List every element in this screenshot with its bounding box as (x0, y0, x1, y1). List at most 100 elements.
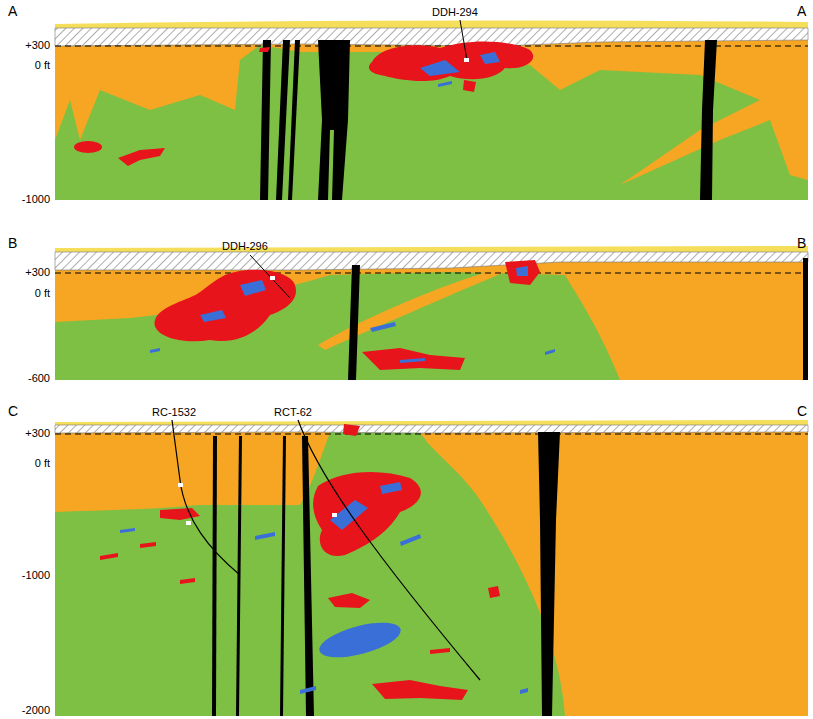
elevation-label: -2000 (22, 704, 50, 716)
section-path (330, 500, 368, 530)
section-path (55, 255, 808, 380)
section-path (318, 268, 505, 350)
section-path (276, 40, 290, 200)
section-path (438, 81, 452, 87)
section-path (140, 542, 156, 548)
section-path (370, 322, 396, 332)
section-line (250, 255, 290, 298)
section-path (318, 40, 350, 200)
section-path (538, 432, 560, 716)
section-letter: C (797, 404, 807, 419)
section-ellipse (316, 616, 404, 665)
section-g (120, 482, 528, 694)
section-path (516, 266, 528, 276)
section-g (172, 420, 480, 680)
section-g (212, 432, 560, 716)
section-letter: B (8, 236, 17, 251)
section-g (420, 52, 500, 87)
section-letter: C (8, 404, 18, 419)
section-path (298, 420, 480, 680)
section-path (700, 40, 717, 200)
elevation-label: -600 (28, 372, 50, 384)
section-path (400, 534, 421, 546)
section-path (255, 532, 275, 540)
section-ellipse (74, 141, 102, 153)
section-path (236, 436, 242, 716)
section-path (260, 40, 271, 200)
section-path (55, 252, 808, 270)
elevation-label: -1000 (22, 193, 50, 205)
elevation-label: +300 (25, 266, 50, 278)
section-rect (55, 432, 808, 716)
section-path (300, 686, 316, 694)
section-path (212, 436, 217, 716)
section-path (180, 578, 195, 584)
section-path (505, 260, 540, 285)
section-path (160, 508, 200, 520)
section-g (348, 258, 808, 380)
section-path (343, 424, 360, 436)
section-path (430, 648, 450, 654)
drillhole-label: RCT-62 (274, 406, 312, 418)
elevation-label: +300 (25, 427, 50, 439)
drillhole-label: RC-1532 (152, 406, 196, 418)
elevation-label: +300 (25, 39, 50, 51)
elevation-label: -1000 (22, 569, 50, 581)
section-path (288, 40, 300, 200)
section-line (55, 434, 808, 435)
section-path (118, 148, 165, 166)
section-letter: A (797, 4, 806, 19)
section-path (420, 60, 460, 76)
section-path (55, 28, 808, 185)
section-path (55, 425, 808, 433)
section-path (420, 432, 808, 716)
section-path (280, 436, 286, 716)
elevation-label: 0 ft (35, 457, 50, 469)
drillhole-label: DDH-296 (222, 240, 268, 252)
section-b (55, 246, 808, 380)
section-path (313, 472, 421, 556)
section-path (172, 420, 240, 575)
section-c (55, 420, 808, 716)
section-path (488, 586, 500, 598)
section-path (259, 47, 270, 52)
section-letter: A (8, 4, 17, 19)
section-rect (270, 276, 275, 280)
section-path (200, 310, 226, 322)
section-rect (332, 513, 337, 517)
section-rect (186, 521, 191, 525)
section-line (55, 273, 808, 274)
section-g (260, 40, 717, 200)
section-path (154, 270, 296, 342)
section-rect (55, 28, 808, 200)
section-a (55, 20, 808, 200)
section-path (545, 349, 555, 355)
elevation-label: 0 ft (35, 287, 50, 299)
section-path (362, 348, 465, 370)
section-path (400, 358, 425, 363)
section-path (803, 258, 808, 380)
section-path (240, 280, 266, 296)
section-rect (55, 255, 808, 380)
drillhole-label: DDH-294 (432, 6, 478, 18)
section-g (100, 424, 500, 700)
section-path (520, 688, 528, 694)
section-g (74, 41, 533, 166)
section-path (369, 41, 533, 81)
section-path (150, 348, 160, 353)
section-path (55, 432, 330, 512)
section-rect (178, 483, 183, 487)
section-path (372, 680, 468, 700)
section-path (120, 528, 135, 533)
section-g (154, 260, 540, 370)
section-path (380, 482, 402, 494)
section-path (348, 265, 360, 380)
section-path (302, 436, 314, 716)
section-path (100, 553, 118, 560)
section-path (463, 80, 476, 92)
section-letter: B (797, 236, 806, 251)
section-rect (464, 58, 469, 62)
section-path (480, 52, 500, 64)
elevation-label: 0 ft (35, 59, 50, 71)
